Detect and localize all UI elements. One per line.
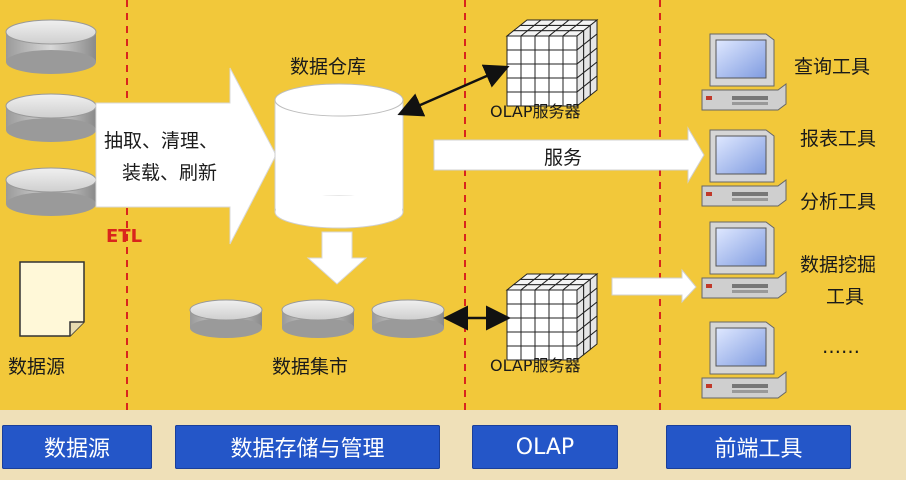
- warehouse-cylinder: [274, 83, 404, 229]
- computer-icon-mining: [701, 221, 787, 299]
- olap-bottom-label: OLAP服务器: [490, 356, 581, 375]
- service-arrow: [433, 126, 705, 184]
- warehouse-to-mart-arrow: [306, 231, 368, 285]
- computer-icon-more: [701, 321, 787, 399]
- tool-more-label: ……: [822, 336, 860, 358]
- etl-arrow: [95, 67, 277, 245]
- etl-process-line1: 抽取、清理、: [104, 130, 219, 152]
- tab-olap[interactable]: OLAP: [472, 425, 618, 469]
- tool-report-label: 报表工具: [800, 128, 877, 150]
- source-label: 数据源: [8, 356, 66, 378]
- warehouse-olap-arrow: [397, 64, 510, 117]
- olap-cube-top-icon: [505, 18, 599, 108]
- warehouse-label: 数据仓库: [290, 56, 367, 78]
- computer-icon-query: [701, 33, 787, 111]
- tool-analysis-label: 分析工具: [800, 191, 877, 213]
- tool-mining-label-line1: 数据挖掘: [800, 254, 877, 276]
- source-disk-3: [5, 167, 97, 216]
- service-label: 服务: [544, 147, 583, 169]
- etl-label: ETL: [106, 226, 143, 247]
- tool-query-label: 查询工具: [794, 56, 871, 78]
- tab-data-source[interactable]: 数据源: [2, 425, 152, 469]
- olap-cube-bottom-icon: [505, 272, 599, 362]
- tool-mining-label-line2: 工具: [826, 286, 865, 308]
- document-icon: [19, 261, 85, 337]
- source-disk-2: [5, 93, 97, 142]
- datamart-disk-3: [371, 299, 445, 338]
- etl-process-line2: 装载、刷新: [122, 162, 218, 184]
- tab-storage-management[interactable]: 数据存储与管理: [175, 425, 440, 469]
- tab-frontend-tools[interactable]: 前端工具: [666, 425, 851, 469]
- datamart-disk-1: [189, 299, 263, 338]
- mining-arrow: [611, 268, 697, 304]
- datamart-disk-2: [281, 299, 355, 338]
- olap-top-label: OLAP服务器: [490, 102, 581, 121]
- computer-icon-report: [701, 129, 787, 207]
- datamart-label: 数据集市: [272, 356, 349, 378]
- source-disk-1: [5, 19, 97, 74]
